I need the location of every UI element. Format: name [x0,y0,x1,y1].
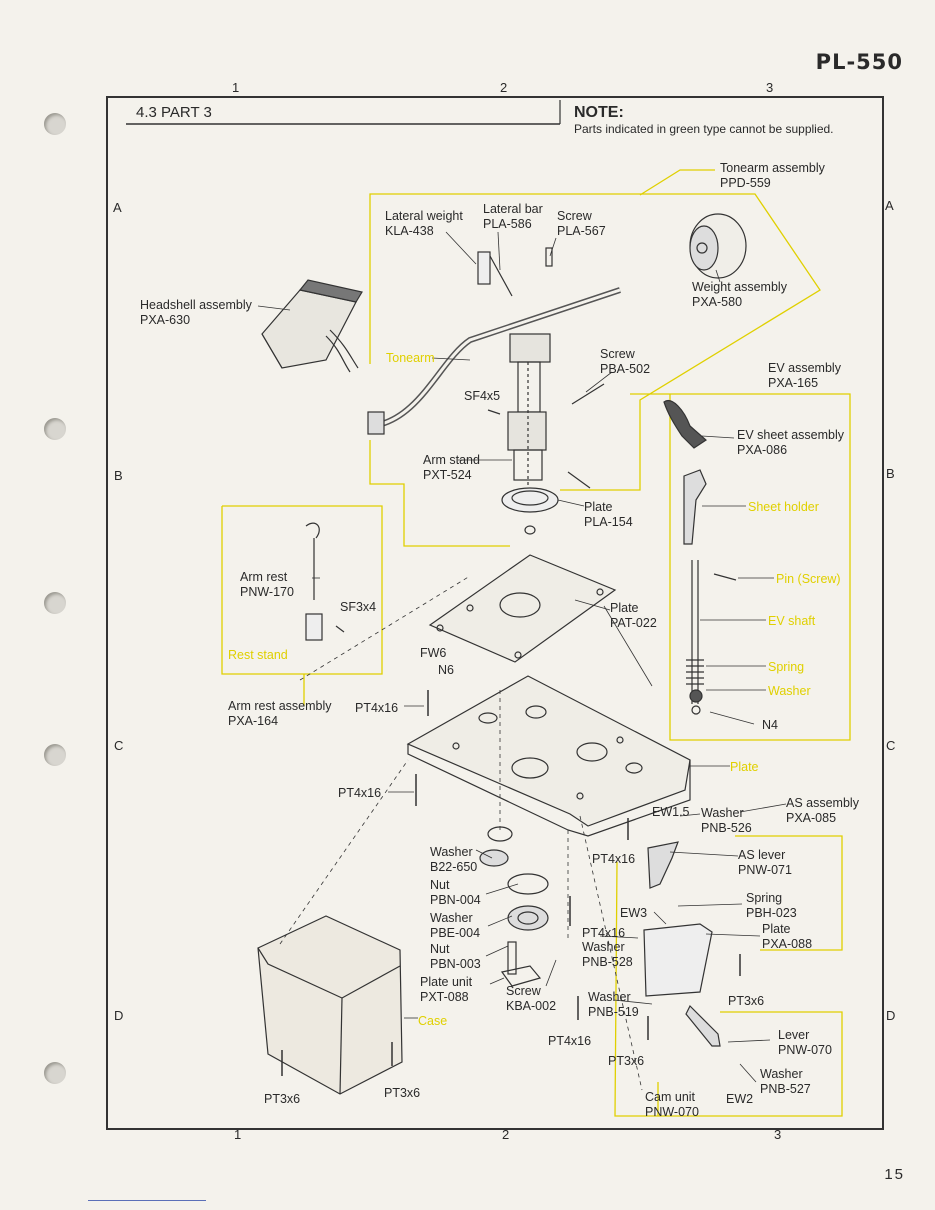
grid-row-d-right: D [886,1008,896,1023]
label-pt4x16-c: PT4x16 [592,852,636,866]
label-pt3x6-a: PT3x6 [728,994,765,1008]
note-heading: NOTE: [574,104,624,121]
grid-row-c-right: C [886,738,896,753]
grid-col-1-bottom: 1 [234,1127,242,1142]
label-pt3x6-c: PT3x6 [264,1092,301,1106]
grid-col-2-bottom: 2 [502,1127,510,1142]
label-spring-green: Spring [768,660,805,674]
grid-row-b-right: B [886,466,895,481]
grid-row-b-left: B [114,468,123,483]
grid-col-1-top: 1 [232,80,240,95]
grid-col-3-top: 3 [766,80,774,95]
section-title: 4.3 PART 3 [136,104,212,121]
label-pin-screw: Pin (Screw) [776,572,841,586]
binder-hole [44,744,66,766]
grid-row-c-left: C [114,738,124,753]
model-number: PL-550 [815,50,903,74]
grid-row-a-right: A [885,198,894,213]
binder-hole [44,1062,66,1084]
label-ev-shaft: EV shaft [768,614,816,628]
label-pt4x16-d: PT4x16 [582,926,626,940]
grid-row-a-left: A [113,200,122,215]
note-text: Parts indicated in green type cannot be … [574,122,834,136]
page-number: 15 [884,1166,905,1183]
label-pt4x16-e: PT4x16 [548,1034,592,1048]
label-washer-green: Washer [768,684,811,698]
binder-hole [44,113,66,135]
label-ew2: EW2 [726,1092,754,1106]
label-ew15: EW1.5 [652,805,690,819]
binder-hole [44,418,66,440]
label-plate-green: Plate [730,760,759,774]
binder-hole [44,592,66,614]
label-pt4x16-b: PT4x16 [338,786,382,800]
label-n4: N4 [762,718,778,732]
label-n6: N6 [438,663,454,677]
diagram-frame [106,96,884,1130]
label-pt3x6-b: PT3x6 [608,1054,645,1068]
label-pt4x16-a: PT4x16 [355,701,399,715]
label-case: Case [418,1014,448,1028]
label-sheet-holder: Sheet holder [748,500,819,514]
scan-mark [88,1200,206,1201]
label-pt3x6-d: PT3x6 [384,1086,421,1100]
label-sf4x5: SF4x5 [464,389,501,403]
label-sf3x4: SF3x4 [340,600,377,614]
grid-col-3-bottom: 3 [774,1127,782,1142]
label-ew3: EW3 [620,906,648,920]
headshell-drawing [261,279,363,373]
grid-row-d-left: D [114,1008,124,1023]
grid-col-2-top: 2 [500,80,508,95]
label-tonearm: Tonearm [386,351,435,365]
label-rest-stand: Rest stand [228,648,288,662]
label-fw6: FW6 [420,646,447,660]
